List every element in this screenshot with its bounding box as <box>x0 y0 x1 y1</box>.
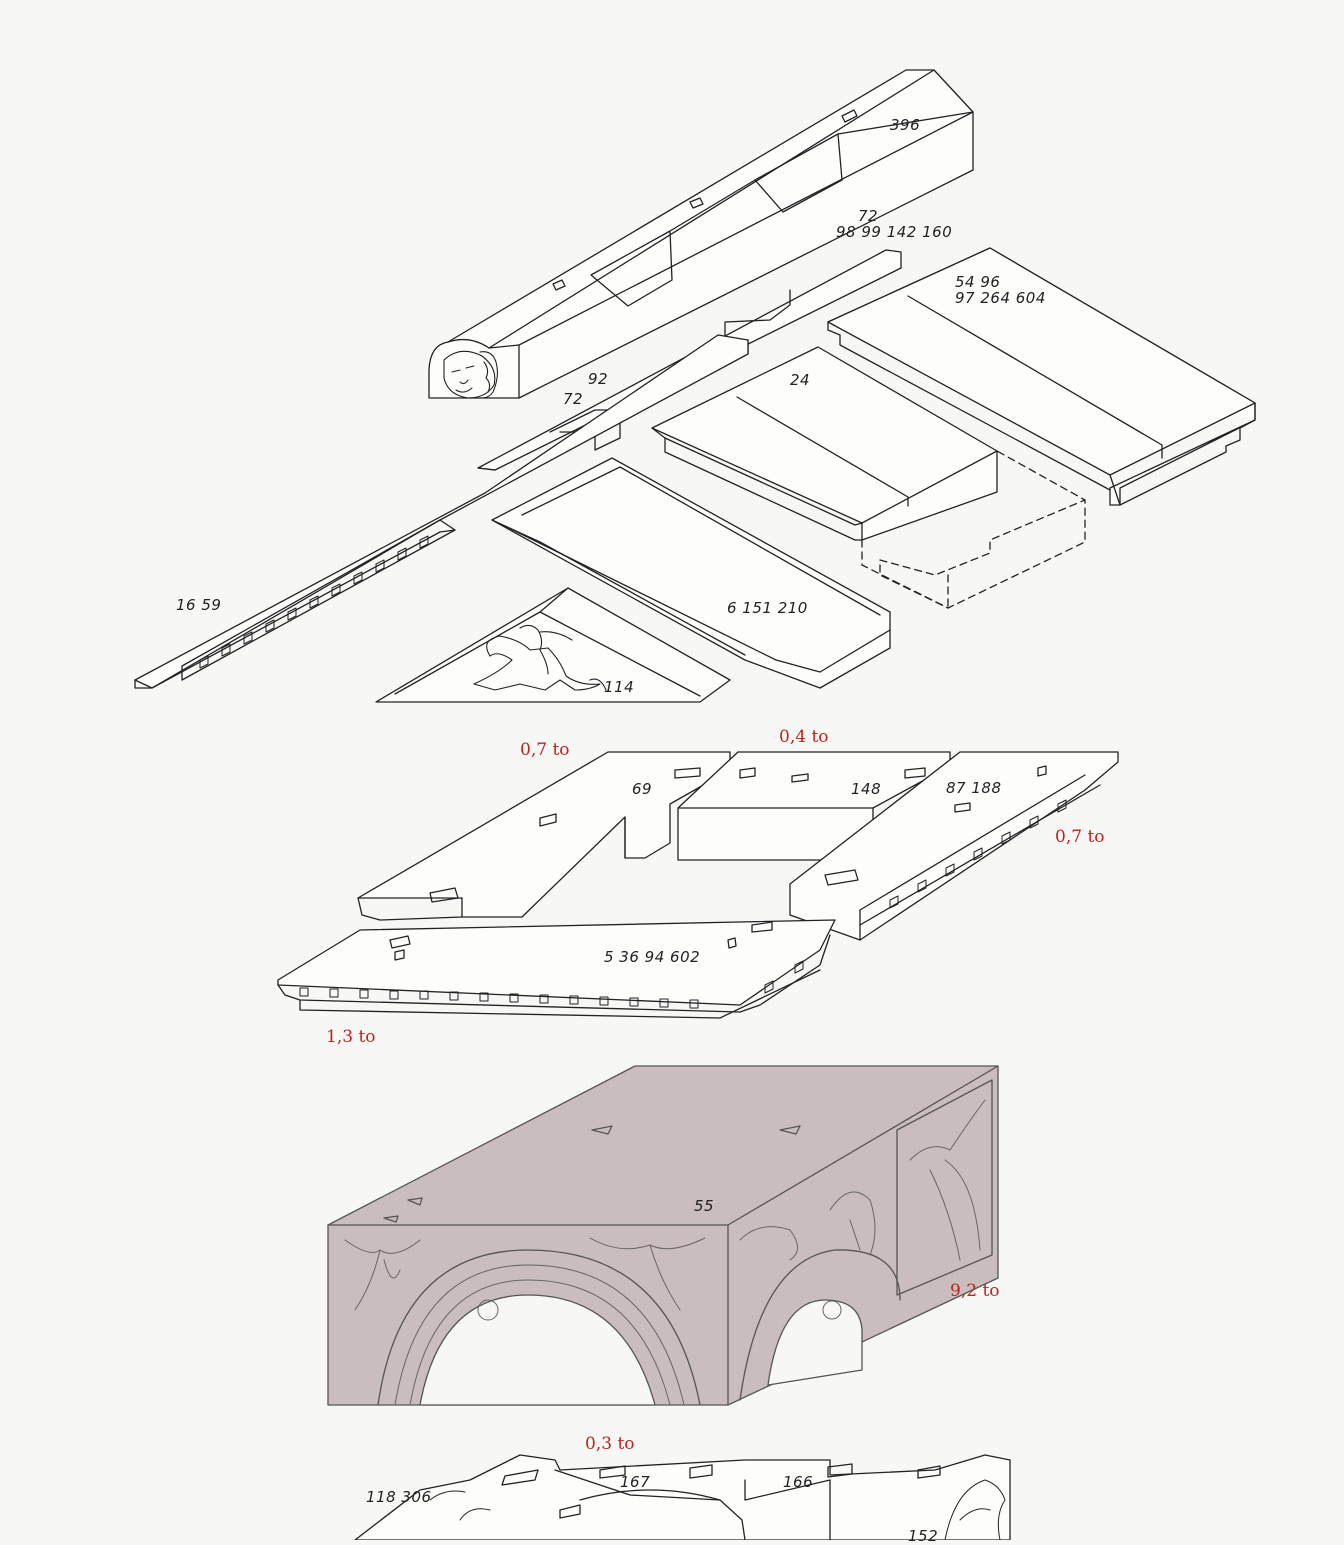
ridge-beam <box>428 69 974 399</box>
pediment-relief <box>375 587 731 703</box>
label-base-left: 118 306 <box>366 1488 432 1506</box>
weight-label-slab: 0,7 to <box>520 740 570 760</box>
block-148 <box>677 751 951 861</box>
cornice-front-dentils <box>299 960 804 1009</box>
missing-piece-dashed <box>861 450 1086 609</box>
label-cornice-right: 87 188 <box>946 779 1002 797</box>
face-relief <box>443 350 499 399</box>
label-slab-69: 69 <box>632 780 653 798</box>
cornice-right-dentils <box>889 799 1067 909</box>
rider-figure <box>473 624 607 691</box>
weight-label-capital: 0,3 to <box>585 1434 635 1454</box>
label-ridge: 396 <box>890 116 921 134</box>
label-slab-lower: 97 264 604 <box>955 289 1046 307</box>
acanthus-ornament <box>429 1479 1006 1540</box>
label-pediment: 114 <box>604 678 635 696</box>
cornice-left-dentils <box>199 535 429 669</box>
weight-label-arch-block: 9,2 to <box>950 1281 1000 1301</box>
label-beam-a: 92 <box>588 370 609 388</box>
arch-relief-figures <box>344 1099 986 1321</box>
label-beam-b: 72 <box>563 390 584 408</box>
label-ridge-stack-b: 98 99 142 160 <box>836 223 953 241</box>
capital-layer <box>354 1454 1011 1540</box>
slab-69 <box>357 751 731 921</box>
cornice-left <box>134 334 749 689</box>
weight-label-cornice-front: 1,3 to <box>326 1027 376 1047</box>
roof-slab-right <box>827 247 1256 506</box>
label-base-right: 166 <box>783 1473 814 1491</box>
label-cornice-left: 16 59 <box>176 596 222 614</box>
label-base-corner: 152 <box>908 1527 939 1545</box>
cornice-right <box>789 751 1119 941</box>
roof-slab-front <box>491 457 891 689</box>
label-base-mid: 167 <box>620 1473 651 1491</box>
label-slab-upper: 54 96 <box>955 273 1001 291</box>
arch-block-highlighted <box>327 1065 999 1406</box>
label-cornice-front: 5 36 94 602 <box>604 948 701 966</box>
cornice-front <box>277 919 836 1019</box>
label-block-24: 24 <box>790 371 811 389</box>
weight-label-cornice-right: 0,7 to <box>1055 827 1105 847</box>
label-ridge-stack-a: 72 <box>858 207 879 225</box>
weight-label-block: 0,4 to <box>779 727 829 747</box>
label-slab-front: 6 151 210 <box>727 599 808 617</box>
label-block-148: 148 <box>851 780 882 798</box>
label-arch-block: 55 <box>694 1197 715 1215</box>
roof-block-24 <box>651 346 998 541</box>
